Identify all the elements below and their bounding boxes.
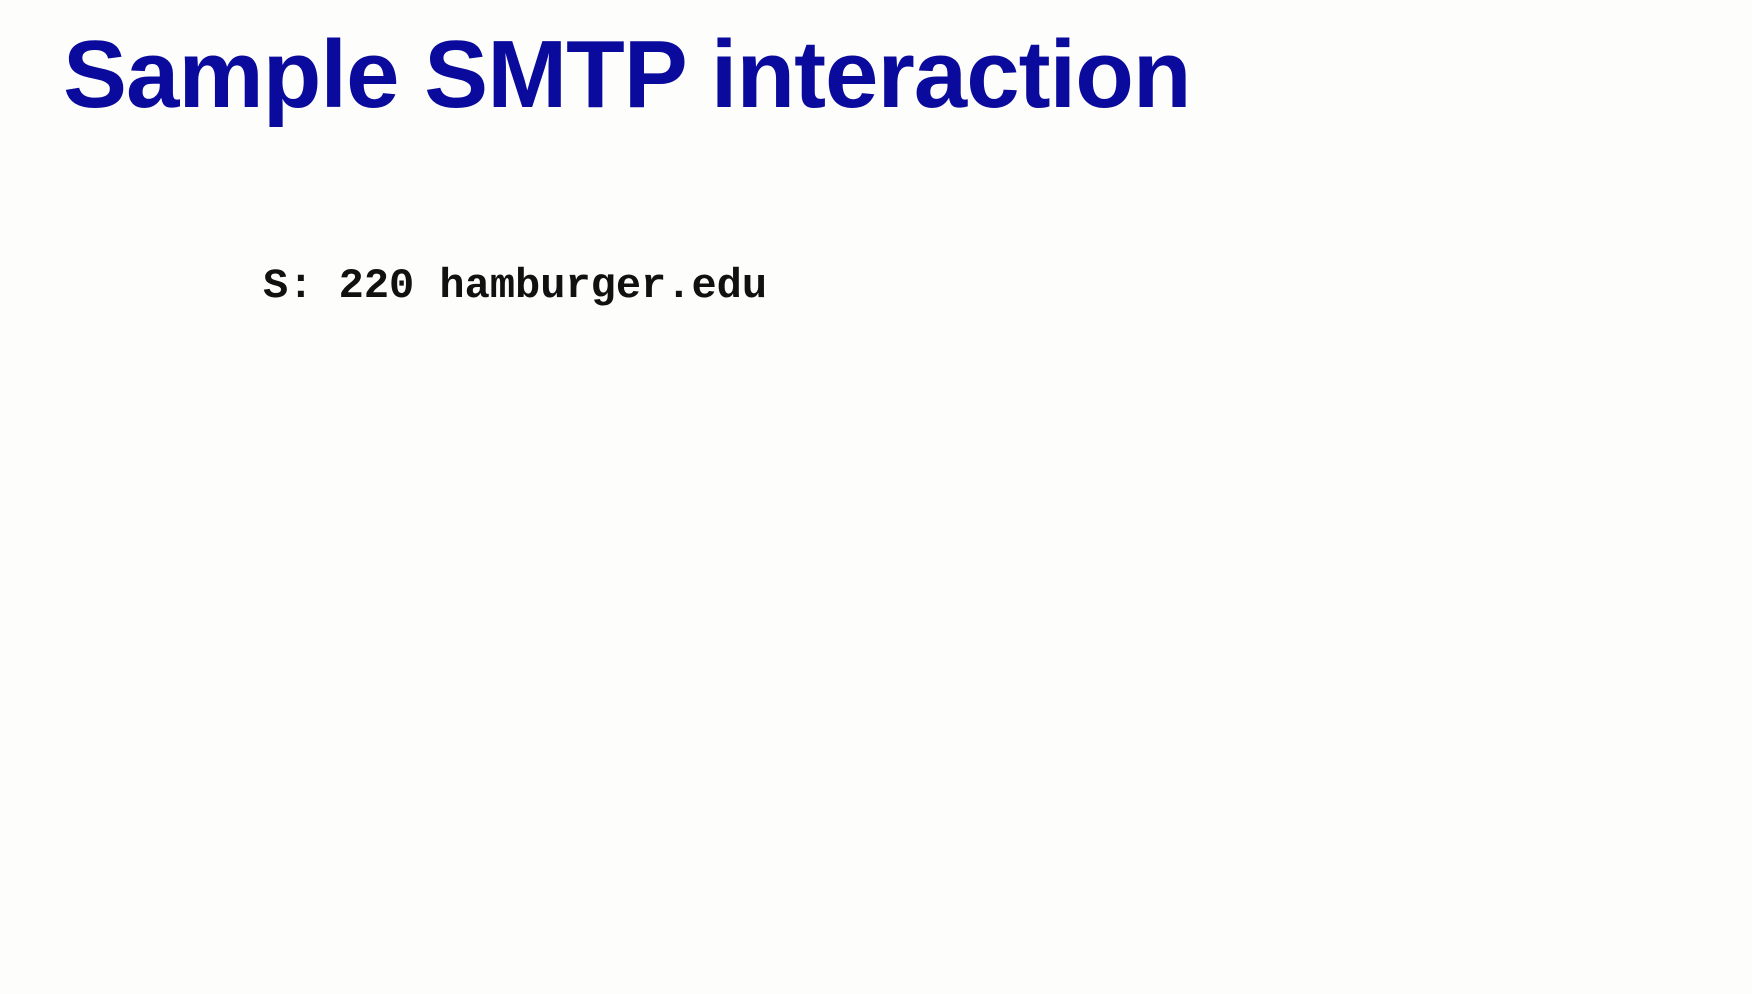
transcript-line: S: 220 hamburger.edu	[263, 261, 768, 310]
slide-title: Sample SMTP interaction	[63, 21, 1191, 128]
smtp-transcript: S: 220 hamburger.edu	[263, 160, 767, 412]
